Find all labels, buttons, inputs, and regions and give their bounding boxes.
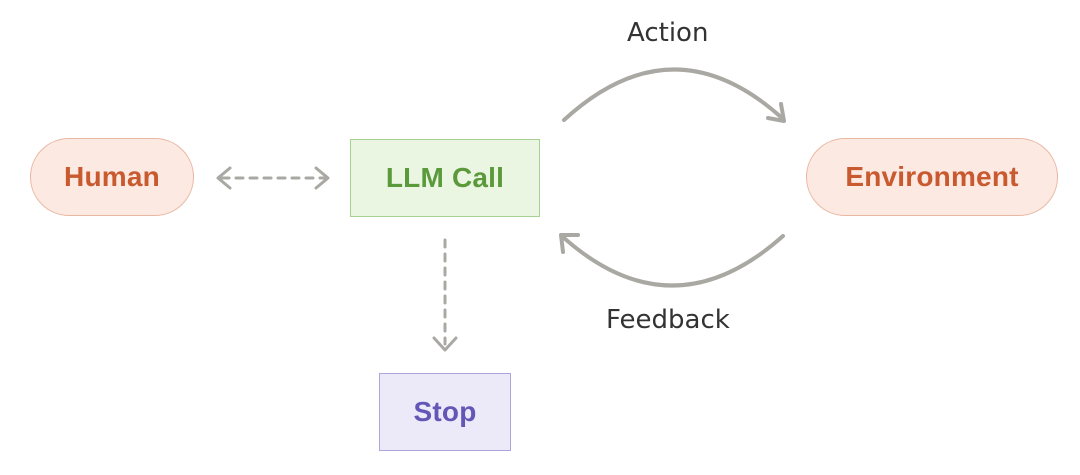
llm-call-label: LLM Call — [385, 162, 505, 193]
feedback-arrow — [559, 233, 785, 288]
feedback-edge-label: Feedback — [606, 305, 730, 335]
human-llm-dashed-arrow — [216, 166, 330, 190]
action-arrow — [562, 67, 786, 123]
llm-stop-dashed-arrow — [432, 238, 458, 352]
environment-label: Environment — [845, 161, 1019, 192]
environment-node: Environment — [806, 138, 1058, 216]
human-node: Human — [30, 138, 194, 216]
llm-call-node: LLM Call — [350, 139, 540, 217]
stop-label: Stop — [413, 396, 477, 427]
stop-node: Stop — [379, 373, 511, 451]
human-label: Human — [64, 161, 160, 192]
action-edge-label: Action — [627, 18, 709, 48]
